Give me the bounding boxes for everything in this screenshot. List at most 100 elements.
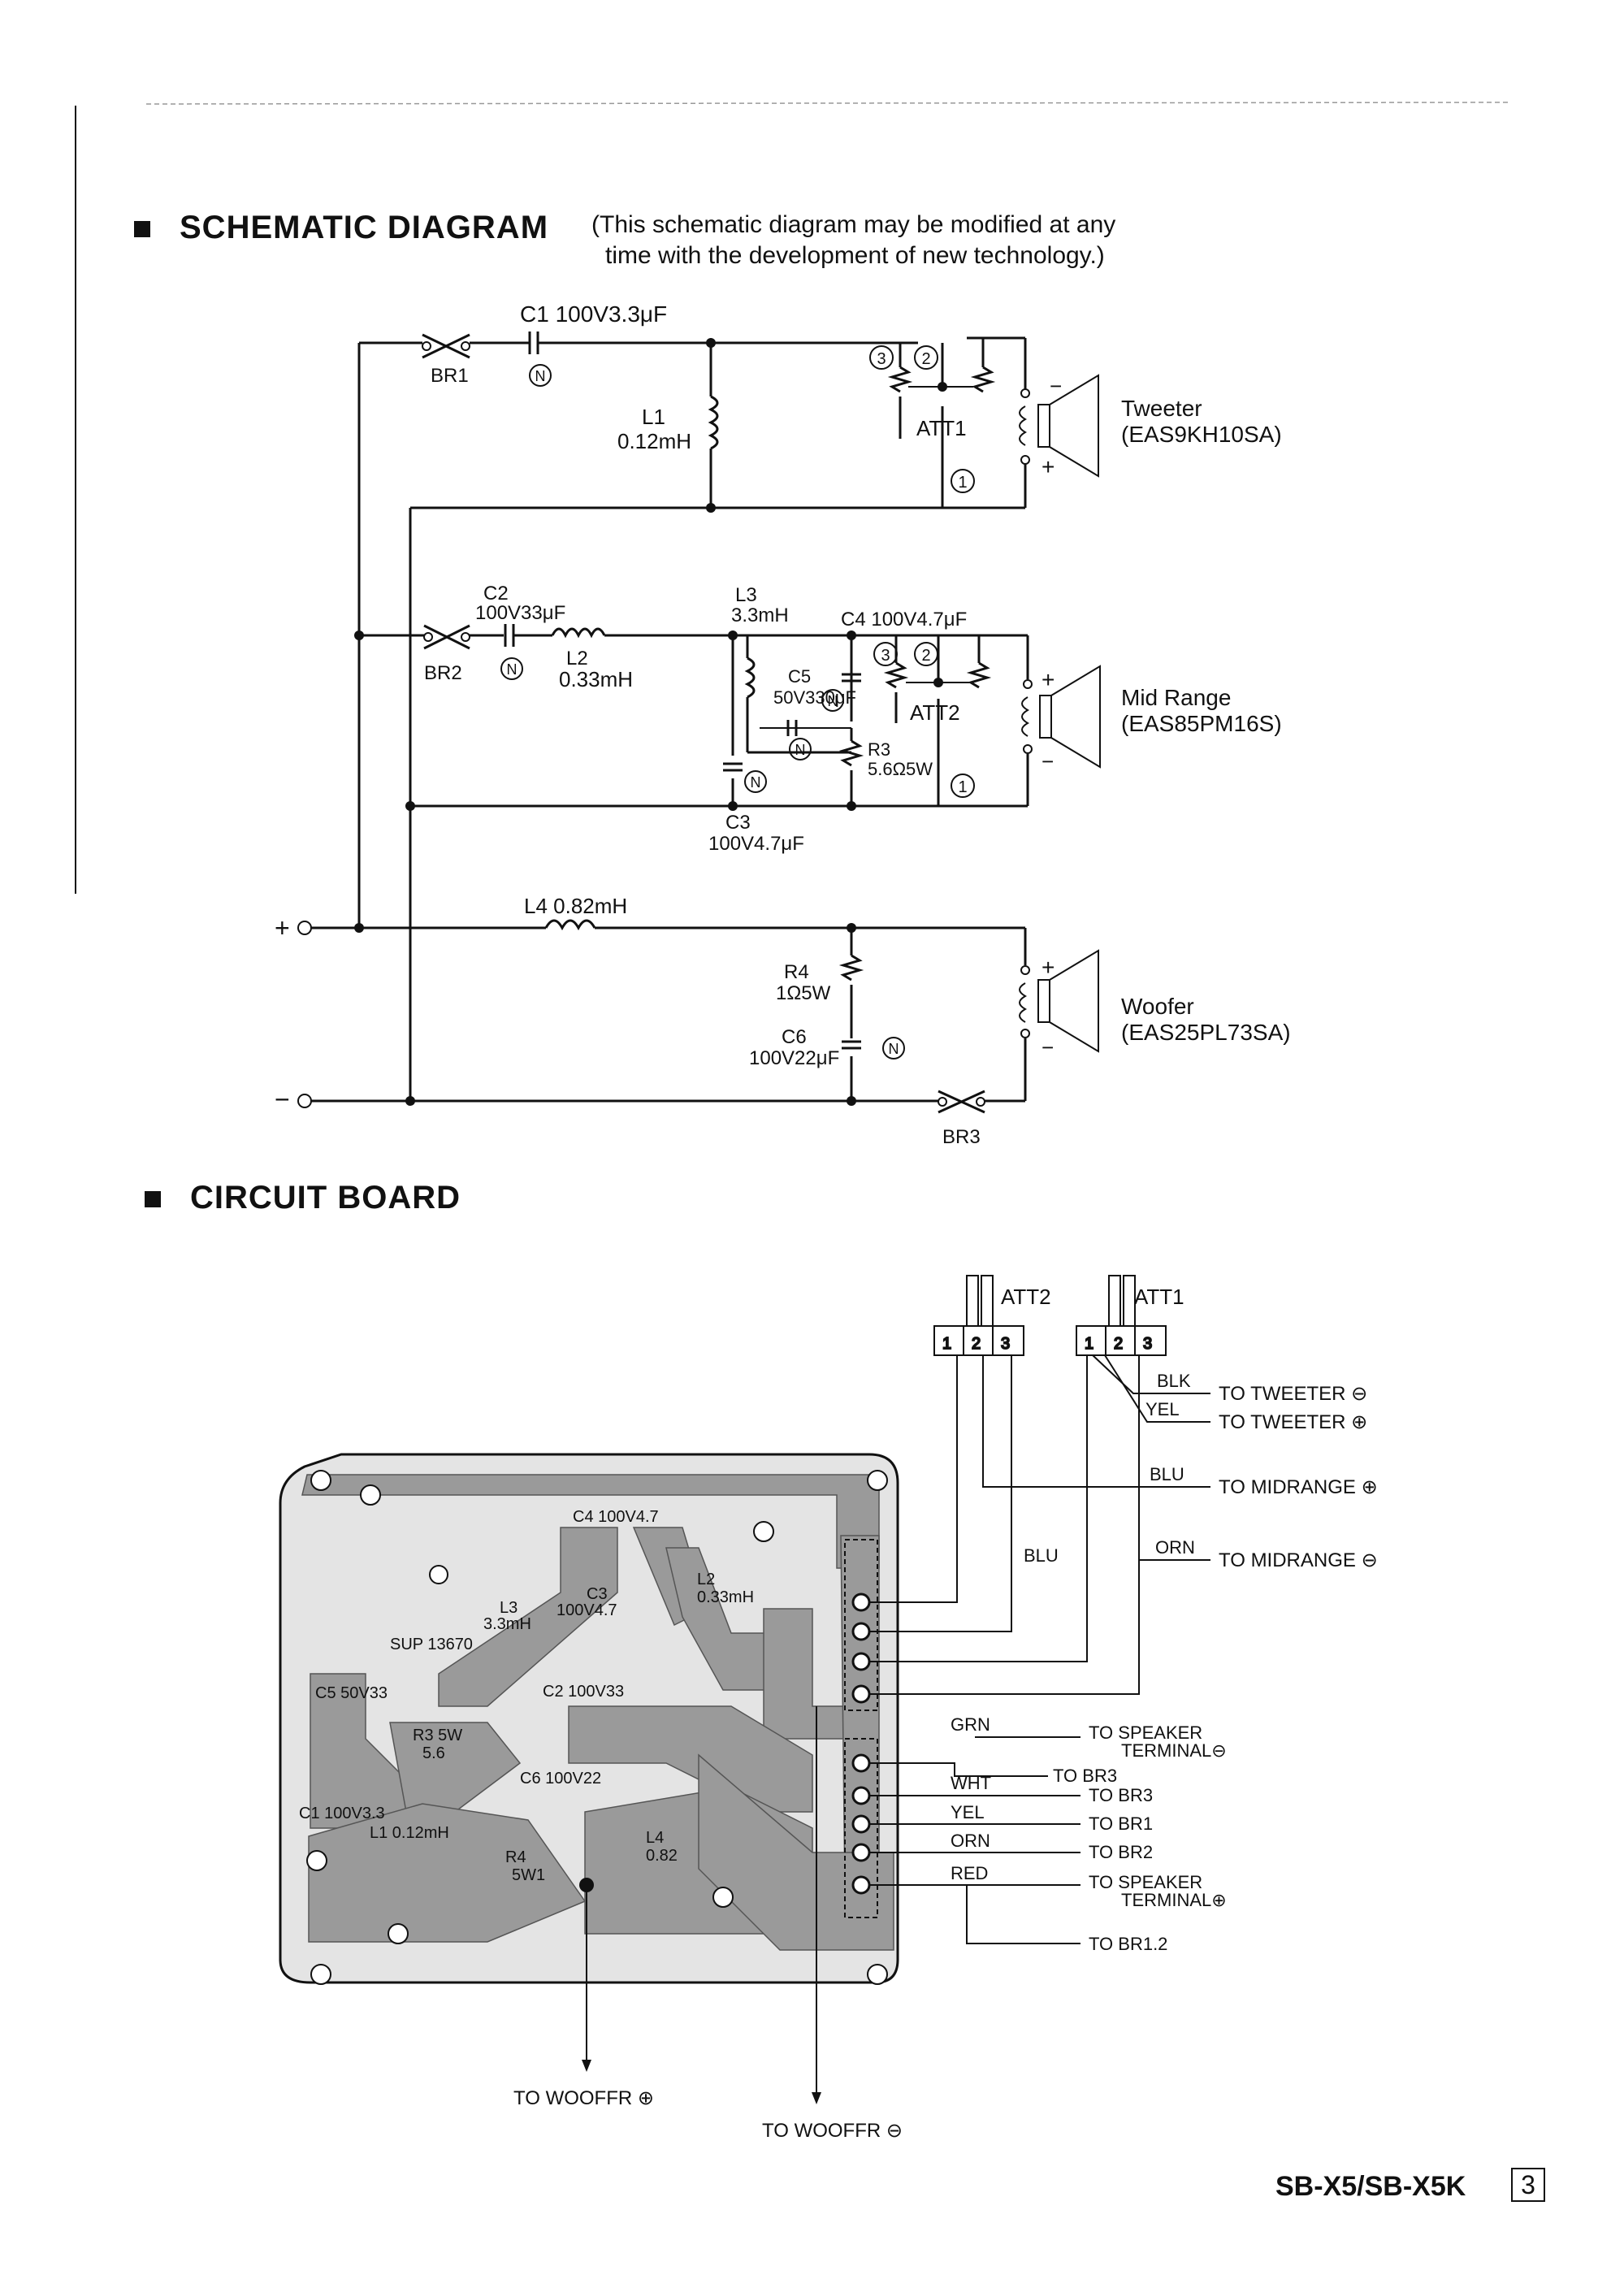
c1-label: C1 100V3.3μF: [520, 301, 667, 327]
l1-label-b: 0.12mH: [617, 429, 691, 453]
r3-label-b: 5.6Ω5W: [868, 759, 933, 779]
wire-red: RED: [951, 1863, 988, 1883]
pcb-traces: [301, 1474, 894, 1951]
pcb-c4-label: C4 100V4.7: [573, 1508, 659, 1526]
pcb-c3-label-a: C3: [587, 1585, 608, 1603]
woofer-speaker-icon: [1037, 949, 1099, 1053]
wire-yel-2: YEL: [951, 1802, 985, 1822]
to-midrange-minus: TO MIDRANGE ⊖: [1219, 1549, 1378, 1571]
c2-label-a: C2: [483, 583, 509, 604]
att2-resistor-b: [966, 661, 992, 689]
connector-pads: [851, 1592, 871, 1895]
r4-resistor: [838, 954, 864, 982]
to-speaker-terminal-minus-b: TERMINAL⊖: [1121, 1740, 1227, 1761]
l1-inductor: [708, 395, 719, 450]
n-marker-icon: N: [500, 657, 523, 680]
wire-orn: ORN: [1155, 1537, 1195, 1558]
r4-label-a: R4: [784, 961, 809, 983]
att1-label: ATT1: [916, 416, 967, 440]
l3-label-a: L3: [735, 584, 757, 606]
pcb-c3-label-b: 100V4.7: [556, 1601, 617, 1619]
r3-label-a: R3: [868, 739, 890, 760]
board-heading: CIRCUIT BOARD: [145, 1180, 461, 1216]
model-number: SB-X5/SB-X5K: [1275, 2171, 1466, 2202]
c6-label-a: C6: [782, 1026, 807, 1048]
br3-label: BR3: [942, 1126, 981, 1148]
svg-text:+: +: [1042, 955, 1055, 980]
to-br3-a: TO BR3: [1053, 1766, 1117, 1786]
l3-label-b: 3.3mH: [731, 604, 789, 626]
att2-resistor-a: [883, 661, 909, 689]
svg-text:2: 2: [921, 647, 930, 665]
l1-label-a: L1: [642, 405, 665, 429]
svg-text:1: 1: [958, 474, 967, 492]
l3-inductor: [744, 656, 756, 699]
midrange-label: Mid Range: [1121, 685, 1231, 710]
wire-grn: GRN: [951, 1714, 990, 1735]
pin-marker-icon: 2: [914, 642, 938, 666]
c3-label-b: 100V4.7μF: [708, 833, 804, 855]
br1-breaker: [422, 333, 470, 359]
svg-text:N: N: [507, 661, 518, 678]
wire-wht: WHT: [951, 1773, 991, 1793]
n-marker-icon: N: [744, 770, 767, 793]
tweeter-label: Tweeter: [1121, 396, 1202, 421]
svg-text:−: −: [1050, 374, 1062, 398]
bullet-icon: [134, 221, 150, 238]
l2-label-b: 0.33mH: [559, 667, 633, 691]
pcb-l4-label-b: 0.82: [646, 1847, 678, 1865]
r3-resistor: [838, 739, 864, 767]
to-woofer-minus: TO WOOFFR ⊖: [762, 2120, 903, 2142]
wire-yel: YEL: [1145, 1399, 1180, 1419]
svg-text:+: +: [1042, 454, 1055, 479]
att-connector: [844, 1539, 878, 1711]
n-marker-icon: N: [882, 1037, 905, 1060]
att1-resistor-a: [887, 366, 913, 393]
br3-breaker: [938, 1090, 985, 1114]
c1-capacitor: [528, 332, 539, 354]
to-tweeter-plus: TO TWEETER ⊕: [1219, 1411, 1367, 1433]
to-br1: TO BR1: [1089, 1814, 1153, 1834]
svg-text:N: N: [535, 368, 546, 384]
c2-capacitor: [504, 624, 515, 647]
midrange-model: (EAS85PM16S): [1121, 711, 1282, 736]
midrange-speaker-icon: [1039, 665, 1101, 769]
svg-text:1: 1: [958, 778, 967, 796]
br2-label: BR2: [424, 662, 462, 684]
r4-label-b: 1Ω5W: [776, 982, 831, 1004]
pin-marker-icon: 1: [951, 774, 975, 798]
to-tweeter-minus: TO TWEETER ⊖: [1219, 1383, 1367, 1405]
c3-label-a: C3: [725, 812, 751, 834]
board-title: CIRCUIT BOARD: [190, 1180, 461, 1216]
pcb-r3-label-b: 5.6: [422, 1744, 445, 1762]
woofer-model: (EAS25PL73SA): [1121, 1020, 1291, 1045]
pin-marker-icon: 2: [914, 345, 938, 370]
to-br3: TO BR3: [1089, 1785, 1153, 1805]
pcb-r4-label-b: 5W1: [512, 1866, 545, 1884]
to-speaker-terminal-plus-b: TERMINAL⊕: [1121, 1890, 1227, 1910]
n-marker-icon: N: [789, 738, 812, 760]
schematic: N N N N N N 3 2 1 3 2 1 C1 100V3.3μF BR1…: [275, 301, 1291, 1148]
svg-text:N: N: [828, 693, 838, 709]
att2-label: ATT2: [910, 700, 960, 725]
c4-capacitor: [842, 673, 861, 682]
svg-text:N: N: [795, 742, 806, 758]
pcb-l3-label-a: L3: [500, 1599, 518, 1617]
pcb-part-number: SUP 13670: [390, 1636, 473, 1653]
plus-terminal: +: [275, 913, 290, 942]
att1-resistor-b: [970, 366, 996, 393]
minus-terminal: −: [275, 1085, 290, 1114]
c5-label-b: 50V330μF: [773, 687, 856, 708]
pin-marker-icon: 3: [873, 642, 898, 666]
att2-connector-label: ATT2: [1001, 1285, 1051, 1309]
mounting-holes: [306, 1470, 888, 1985]
svg-text:3: 3: [877, 350, 886, 368]
tweeter-speaker-icon: [1037, 374, 1099, 478]
pcb-l2-label-b: 0.33mH: [697, 1588, 754, 1606]
to-speaker-terminal-minus-a: TO SPEAKER: [1089, 1722, 1202, 1743]
svg-text:3: 3: [1001, 1335, 1010, 1353]
c3-capacitor: [723, 762, 743, 772]
svg-text:3: 3: [1143, 1335, 1152, 1353]
